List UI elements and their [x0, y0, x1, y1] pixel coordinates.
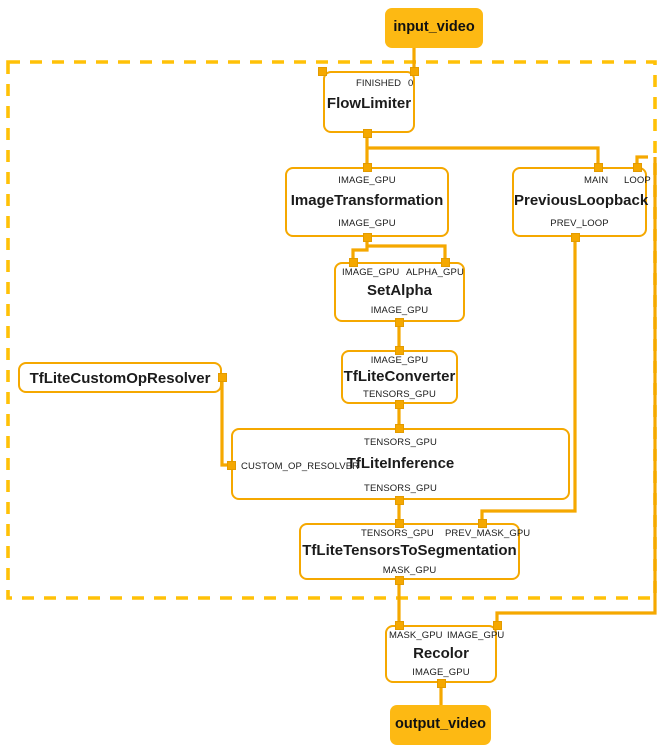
node-tflite-custom-op-resolver[interactable]: TfLiteCustomOpResolver [18, 362, 222, 393]
tflite-converter-input-label: IMAGE_GPU [370, 355, 429, 366]
node-image-transformation[interactable]: IMAGE_GPU ImageTransformation IMAGE_GPU [285, 167, 449, 237]
set-alpha-output-label: IMAGE_GPU [370, 305, 429, 316]
previous-loopback-input-loop: LOOP [624, 175, 651, 186]
segmentation-input-tensors: TENSORS_GPU [361, 528, 434, 539]
recolor-title: Recolor [413, 645, 469, 662]
node-previous-loopback[interactable]: MAIN LOOP PreviousLoopback PREV_LOOP [512, 167, 651, 237]
recolor-output-label: IMAGE_GPU [412, 667, 470, 678]
port-flow-limiter-finished[interactable] [318, 67, 327, 76]
port-previous-loopback-out[interactable] [571, 233, 580, 242]
tflite-custom-op-resolver-title: TfLiteCustomOpResolver [29, 370, 211, 387]
flow-limiter-input-zero: 0 [408, 78, 414, 89]
node-recolor[interactable]: MASK_GPU IMAGE_GPU Recolor IMAGE_GPU [385, 625, 504, 683]
port-image-transformation-out[interactable] [363, 233, 372, 242]
port-previous-loopback-main[interactable] [594, 163, 603, 172]
port-flow-limiter-zero[interactable] [410, 67, 419, 76]
port-tflite-converter-out[interactable] [395, 400, 404, 409]
port-previous-loopback-loop[interactable] [633, 163, 642, 172]
previous-loopback-output-label: PREV_LOOP [550, 218, 609, 229]
terminal-input-video-label: input_video [393, 19, 475, 35]
node-tflite-tensors-to-segmentation[interactable]: TENSORS_GPU PREV_MASK_GPU TfLiteTensorsT… [299, 523, 530, 580]
terminal-input-video[interactable]: input_video [385, 8, 483, 48]
segmentation-input-prev: PREV_MASK_GPU [445, 528, 531, 539]
tflite-converter-title: TfLiteConverter [343, 368, 456, 385]
port-set-alpha-image-in[interactable] [349, 258, 358, 267]
port-set-alpha-alpha-in[interactable] [441, 258, 450, 267]
node-tflite-inference[interactable]: TENSORS_GPU CUSTOM_OP_RESOLVER TfLiteInf… [231, 428, 570, 500]
image-transformation-input-label: IMAGE_GPU [338, 175, 396, 186]
segmentation-output-label: MASK_GPU [382, 565, 437, 576]
set-alpha-input-image: IMAGE_GPU [342, 267, 400, 278]
port-recolor-mask-in[interactable] [395, 621, 404, 630]
port-tflite-inference-out[interactable] [395, 496, 404, 505]
flow-limiter-title: FlowLimiter [326, 95, 412, 112]
port-recolor-out[interactable] [437, 679, 446, 688]
terminal-output-video[interactable]: output_video [390, 705, 491, 745]
port-segmentation-out[interactable] [395, 576, 404, 585]
port-segmentation-prev-in[interactable] [478, 519, 487, 528]
previous-loopback-title: PreviousLoopback [514, 192, 649, 209]
terminal-output-video-label: output_video [394, 716, 487, 732]
image-transformation-title: ImageTransformation [290, 192, 444, 209]
subgraph-boundary [6, 60, 657, 600]
tflite-converter-output-label: TENSORS_GPU [363, 389, 436, 400]
set-alpha-input-alpha: ALPHA_GPU [406, 267, 464, 278]
recolor-input-image: IMAGE_GPU [447, 630, 505, 641]
recolor-input-mask: MASK_GPU [389, 630, 443, 641]
node-flow-limiter[interactable]: FINISHED 0 FlowLimiter [323, 71, 415, 133]
previous-loopback-input-main: MAIN [584, 175, 609, 186]
port-tflite-custom-op-resolver-out[interactable] [218, 373, 227, 382]
node-tflite-converter[interactable]: IMAGE_GPU TfLiteConverter TENSORS_GPU [341, 350, 458, 404]
port-flow-limiter-out[interactable] [363, 129, 372, 138]
tflite-inference-output-label: TENSORS_GPU [364, 483, 437, 494]
port-tflite-converter-in[interactable] [395, 346, 404, 355]
port-image-transformation-in[interactable] [363, 163, 372, 172]
port-recolor-image-in[interactable] [493, 621, 502, 630]
flow-limiter-input-finished: FINISHED [356, 78, 402, 89]
port-segmentation-tensors-in[interactable] [395, 519, 404, 528]
port-set-alpha-out[interactable] [395, 318, 404, 327]
port-tflite-inference-tensors-in[interactable] [395, 424, 404, 433]
node-set-alpha[interactable]: IMAGE_GPU ALPHA_GPU SetAlpha IMAGE_GPU [334, 262, 465, 322]
port-tflite-inference-resolver-in[interactable] [227, 461, 236, 470]
set-alpha-title: SetAlpha [366, 282, 432, 299]
tflite-inference-title: TfLiteInference [346, 455, 455, 472]
image-transformation-output-label: IMAGE_GPU [338, 218, 396, 229]
tflite-inference-input-resolver: CUSTOM_OP_RESOLVER [241, 461, 360, 472]
tflite-inference-input-tensors: TENSORS_GPU [364, 437, 437, 448]
segmentation-title: TfLiteTensorsToSegmentation [302, 542, 517, 559]
